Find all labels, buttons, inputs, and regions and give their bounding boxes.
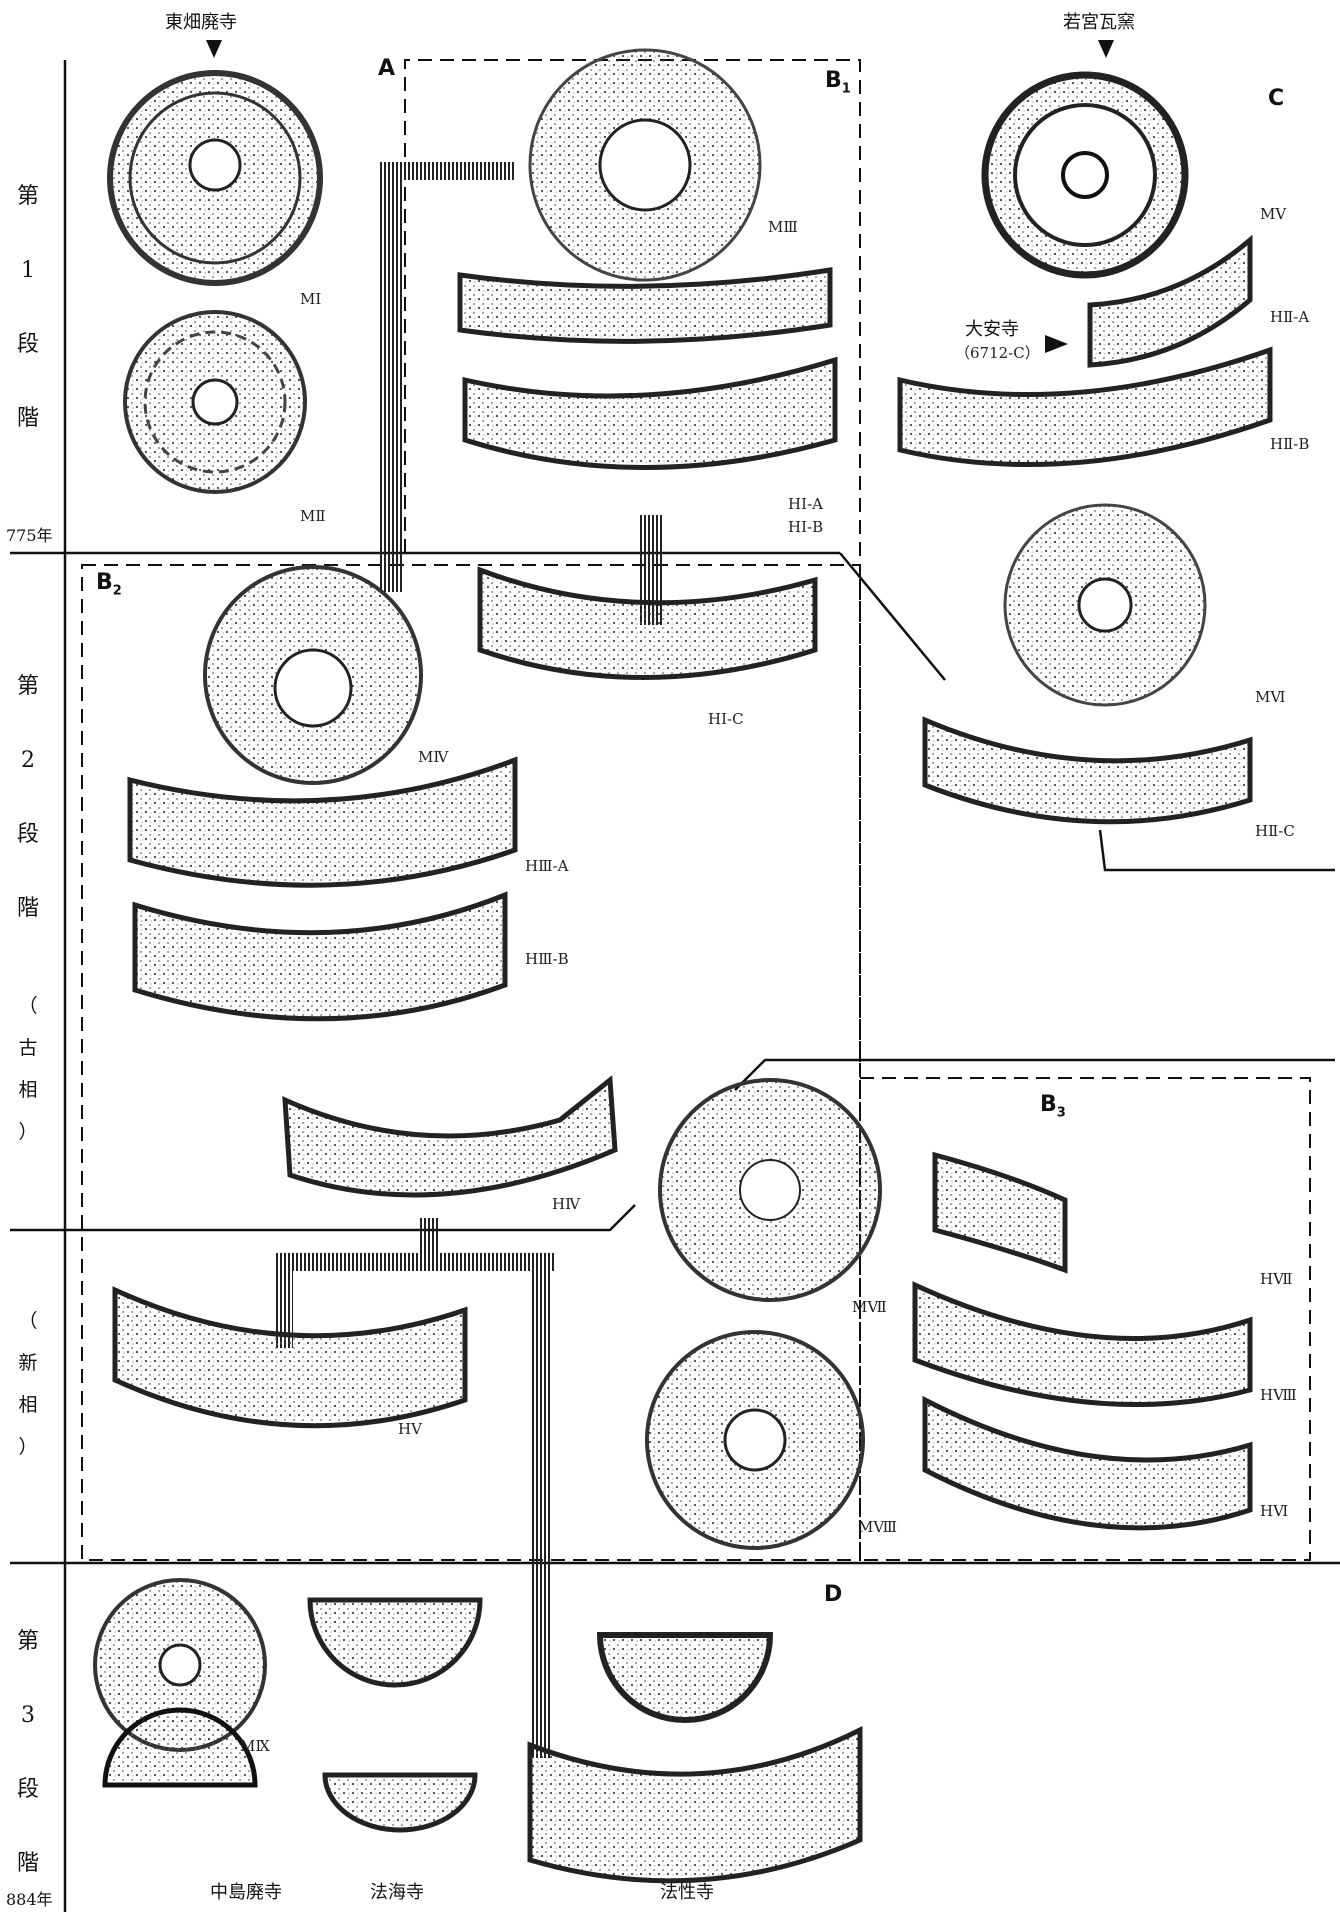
round-tile-hokaiji-2 (325, 1775, 475, 1830)
group-label-b3: B3 (1040, 1092, 1066, 1120)
site-label-hokaiji: 法海寺 (370, 1878, 424, 1904)
tile-label-h1c: HⅠ-C (708, 710, 744, 728)
tile-label-h1a: HⅠ-A (788, 495, 823, 513)
round-tile-m3 (530, 50, 760, 280)
tile-label-h2b: HⅡ-B (1270, 435, 1309, 453)
round-tile-hokaiji-1 (310, 1600, 480, 1685)
site-label-wakamiya: 若宮瓦窯 (1063, 8, 1135, 34)
round-tile-m1 (110, 73, 320, 283)
tile-label-m2: MⅡ (300, 507, 326, 525)
stage-2-new-phase-label: （新相） (14, 1300, 42, 1468)
tile-label-h8: HⅧ (1260, 1386, 1297, 1404)
flat-tile-h4 (285, 1080, 615, 1195)
group-label-a: A (378, 56, 395, 81)
group-label-d: D (824, 1582, 842, 1607)
tile-label-h3b: HⅢ-B (525, 950, 569, 968)
group-label-b1: B1 (825, 68, 851, 96)
site-label-nakajima: 中島廃寺 (210, 1878, 282, 1904)
tile-label-m4: MⅣ (418, 748, 448, 766)
flat-tile-h3b (135, 895, 505, 1019)
tile-label-m8: MⅧ (858, 1518, 897, 1536)
site-label-higashibata: 東畑廃寺 (165, 8, 237, 34)
round-tile-m5 (985, 75, 1185, 275)
tile-label-m5: MⅤ (1260, 205, 1286, 223)
round-tile-hoshoji (600, 1635, 770, 1720)
year-775: 775年 (6, 522, 53, 546)
round-tile-m8 (647, 1332, 863, 1548)
site-label-hoshoji: 法性寺 (660, 1878, 714, 1904)
flat-tile-h1b (465, 360, 835, 468)
tile-label-m7: MⅦ (852, 1298, 887, 1316)
tile-label-h1b: HⅠ-B (788, 518, 823, 536)
flat-tile-h2c (925, 720, 1250, 822)
flat-tile-h2b (900, 350, 1270, 465)
tile-label-h7: HⅦ (1260, 1270, 1292, 1288)
group-label-c: C (1268, 86, 1284, 111)
tile-label-m1: MⅠ (300, 290, 321, 308)
round-tile-m4 (205, 567, 421, 783)
round-tile-m6 (1005, 505, 1205, 705)
flat-tile-h8 (915, 1285, 1250, 1405)
round-tile-m7 (660, 1080, 880, 1300)
tile-label-h2a: HⅡ-A (1270, 308, 1309, 326)
flat-tile-h6 (925, 1400, 1250, 1528)
round-tile-m2 (125, 312, 305, 492)
tile-label-h2c: HⅡ-C (1255, 822, 1295, 840)
stage-2-old-phase-label: （古相） (14, 985, 42, 1153)
site-code-daianji: （6712-C） (955, 342, 1040, 363)
tile-label-m6: MⅥ (1255, 688, 1285, 706)
group-label-b2: B2 (96, 570, 122, 598)
tile-label-m3: MⅢ (768, 218, 798, 236)
tile-label-h6: HⅥ (1260, 1502, 1288, 1520)
flat-tile-h7 (935, 1155, 1065, 1270)
year-884: 884年 (6, 1886, 53, 1910)
site-label-daianji: 大安寺 (965, 315, 1019, 341)
tile-label-h3a: HⅢ-A (525, 857, 568, 875)
tile-label-h4: HⅣ (552, 1195, 580, 1213)
flat-tile-hoshoji (530, 1730, 860, 1881)
tile-label-h5: HⅤ (398, 1420, 422, 1438)
tile-label-m9: MⅨ (240, 1737, 270, 1755)
